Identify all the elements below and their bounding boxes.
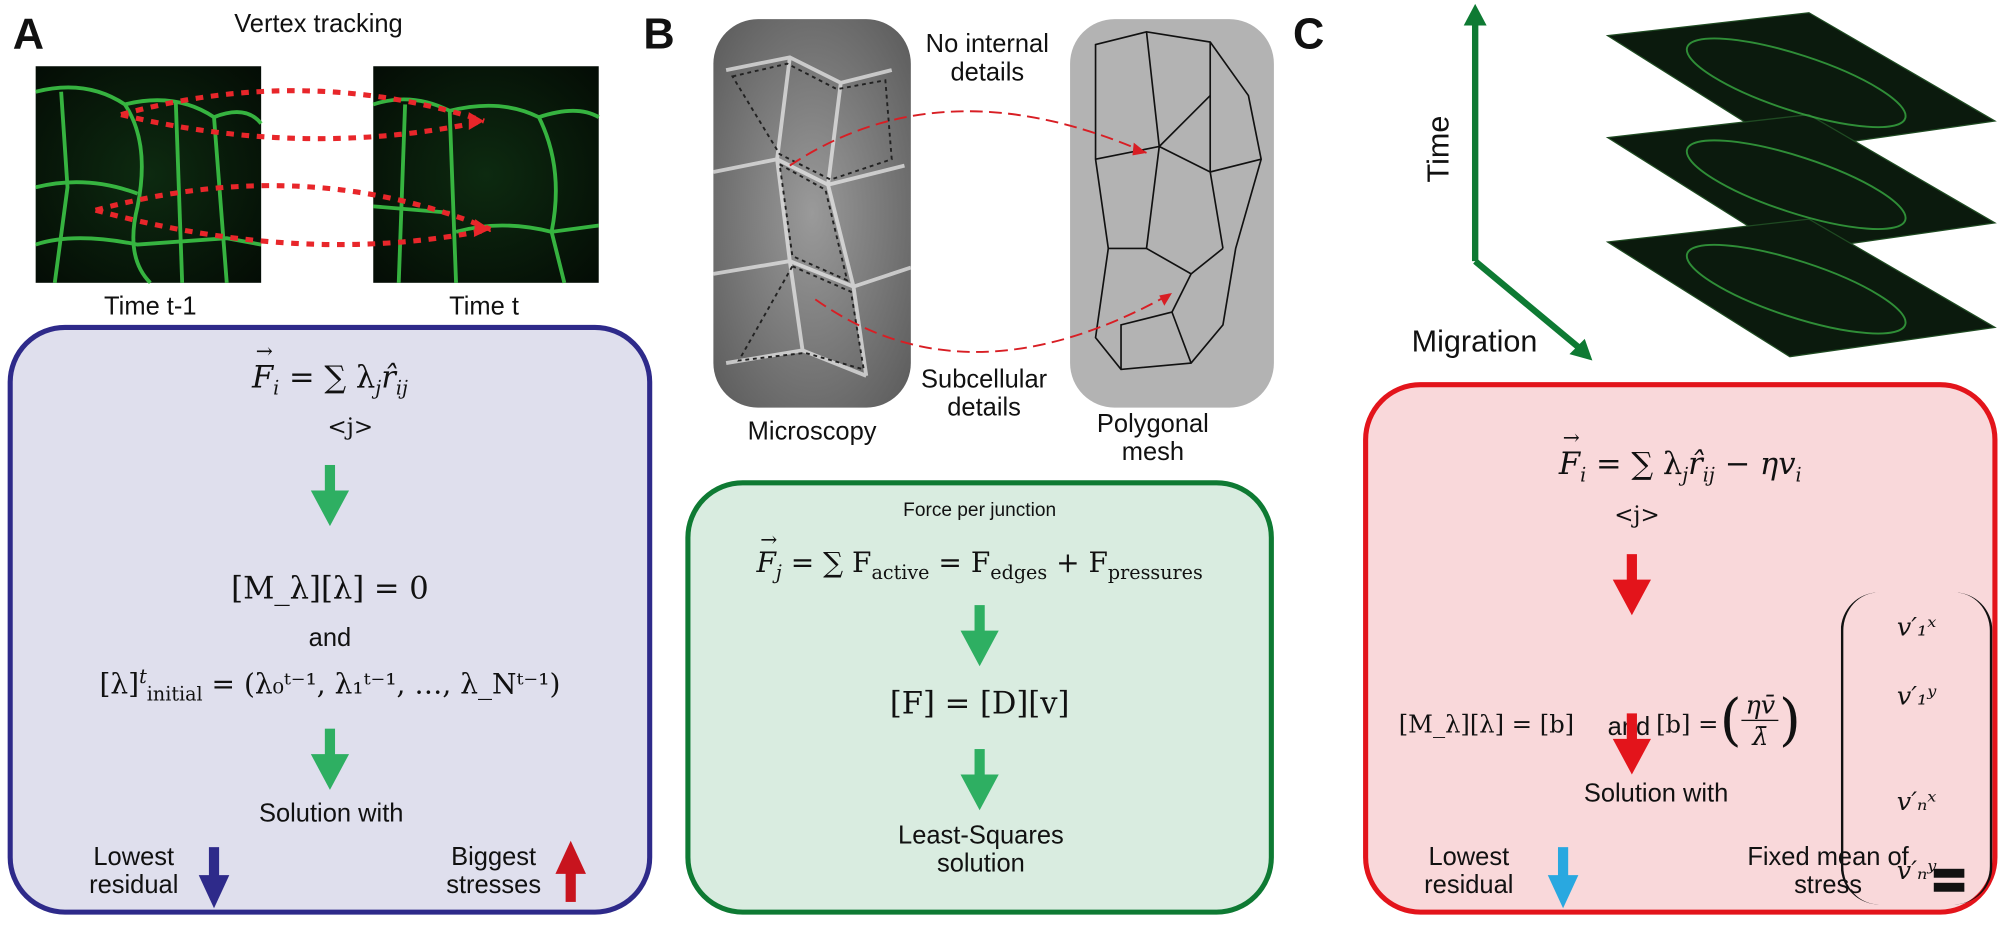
solution-with-label: Solution with xyxy=(258,800,404,829)
green-down-arrow-icon xyxy=(310,728,350,790)
correspondence-arrows xyxy=(789,110,1173,353)
vector-entry: v′ₙˣ xyxy=(1896,786,1937,817)
factor-denominator: λ̄ xyxy=(1752,721,1769,752)
cell-outlines xyxy=(372,97,600,284)
solution-with-label: Solution with xyxy=(1583,779,1729,808)
time-t-1-label: Time t-1 xyxy=(104,292,197,322)
image-slab xyxy=(1605,12,1997,358)
lowest-residual-label: Lowest residual xyxy=(89,843,179,900)
microscopy-image xyxy=(713,19,911,408)
panel-c-method-box xyxy=(1363,382,1998,915)
panel-a-method-box xyxy=(7,324,653,915)
vertex-tracking-title: Vertex tracking xyxy=(234,10,403,39)
subcellular-details-label: Subcellular details xyxy=(921,365,1048,422)
panel-c-force-equation: Fi = ∑ λjr̂ij − ηvi xyxy=(1363,425,1997,486)
factor-numerator: ηv̄ xyxy=(1741,689,1779,722)
panel-a-force-equation: Fi = ∑ λjr̂ij xyxy=(8,339,653,400)
panel-c-label: C xyxy=(1293,10,1325,59)
microscopy-image-time-t-1 xyxy=(35,66,263,285)
green-down-arrow-icon xyxy=(960,749,999,811)
red-down-arrow-icon xyxy=(1612,713,1651,775)
polygonal-mesh-image xyxy=(1070,19,1274,408)
red-up-arrow-icon xyxy=(555,840,586,902)
equals-sign-icon xyxy=(1933,868,1965,892)
panel-b-method-box xyxy=(685,480,1274,915)
time-axis-label: Time xyxy=(1421,115,1457,183)
velocity-vector: v′₁ˣ v′₁ʸ v′ₙˣ v′ₙʸ xyxy=(1840,592,1993,905)
b-definition: [b] = xyxy=(1656,710,1719,739)
panel-c-matrix-equation: [M_λ][λ] = [b] xyxy=(1398,710,1575,739)
microscopy-label: Microscopy xyxy=(747,417,877,446)
light-blue-down-arrow-icon xyxy=(1547,847,1579,909)
green-down-arrow-icon xyxy=(960,605,999,667)
force-per-junction-title: Force per junction xyxy=(903,499,1057,522)
blue-down-arrow-icon xyxy=(198,847,230,909)
fixed-mean-of-stress-label: Fixed mean of stress xyxy=(1747,843,1909,900)
panel-b-force-equation: Fj = ∑ Factive = Fedges + Fpressures xyxy=(685,527,1274,584)
panel-b-label: B xyxy=(643,10,675,59)
migration-axis-label: Migration xyxy=(1411,324,1538,360)
and-label: and xyxy=(308,624,352,653)
vector-entry: v′₁ʸ xyxy=(1896,679,1937,711)
sum-index: <j> xyxy=(327,414,374,441)
cell-outlines xyxy=(35,85,263,285)
initial-lambda-equation: [λ]tinitial = (λ₀ᵗ⁻¹, λ₁ᵗ⁻¹, …, λ_Nᵗ⁻¹) xyxy=(99,664,561,706)
panel-a-label: A xyxy=(12,10,45,59)
time-migration-stack xyxy=(1463,3,1997,361)
polygonal-mesh-label: Polygonal mesh xyxy=(1096,410,1209,467)
cell-outlines xyxy=(713,55,911,378)
vector-entry: v′ₙʸ xyxy=(1896,854,1937,886)
lowest-residual-label: Lowest residual xyxy=(1424,843,1514,900)
time-t-label: Time t xyxy=(449,292,519,322)
panel-b-matrix-equation: [F] = [D][v] xyxy=(889,685,1070,722)
green-down-arrow-icon xyxy=(310,464,350,527)
sum-index: <j> xyxy=(1614,501,1660,529)
mesh-edges xyxy=(1094,31,1263,371)
no-internal-details-label: No internal details xyxy=(925,30,1049,87)
vertex-tracking-arrows xyxy=(94,88,492,248)
scaling-factor: ( ηv̄ λ̄ ) xyxy=(1719,687,1801,753)
least-squares-solution-label: Least-Squares solution xyxy=(898,821,1064,878)
biggest-stresses-label: Biggest stresses xyxy=(446,843,542,900)
vector-entry: v′₁ˣ xyxy=(1896,611,1937,642)
red-down-arrow-icon xyxy=(1612,554,1651,616)
panel-a-matrix-equation: [M_λ][λ] = 0 xyxy=(231,570,429,607)
